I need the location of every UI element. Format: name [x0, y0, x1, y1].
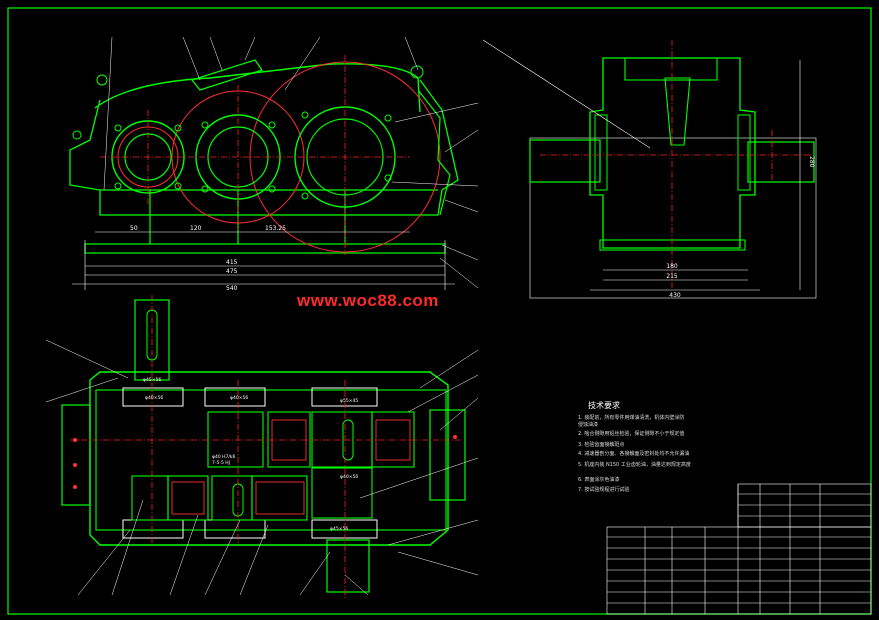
- side-view: 180 215 430 280: [482, 39, 817, 299]
- front-view: 50 120 153.25 415 475 540: [69, 36, 479, 292]
- plan-label-5: φ45×56: [330, 526, 348, 532]
- technical-requirements-title: 技术要求: [588, 401, 620, 410]
- dim-540: 540: [226, 285, 238, 292]
- dim-50: 50: [130, 225, 138, 232]
- tech-req-line: 7. 按试验规程进行试验: [578, 487, 630, 493]
- plan-view: φ45×56 φ40×56 φ40×56 φ55×45 φ45×56 φ40×5…: [45, 295, 479, 600]
- tech-req-line: 3. 检验齿面接触斑点: [578, 442, 625, 448]
- tech-req-line: 2. 啮合侧隙用铅丝检验，保证侧隙不小于规定值: [578, 431, 685, 437]
- plan-label-1: φ45×56: [143, 377, 161, 383]
- plan-label-2: φ40×56: [145, 395, 163, 401]
- title-block: [606, 483, 872, 615]
- dim-415: 415: [226, 259, 238, 266]
- plan-label-3: φ40×56: [230, 395, 248, 401]
- dim-475: 475: [226, 268, 238, 275]
- plan-gear-note: 7-5-5 HJ: [212, 460, 230, 466]
- watermark-text: www.woc88.com: [297, 291, 439, 310]
- tech-req-line: 6. 表面涂灰色油漆: [578, 477, 620, 483]
- tech-req-line: 1. 装配前，所有零件用煤油清洗，机体内壁涂防: [578, 415, 685, 421]
- dim-215: 215: [666, 273, 678, 280]
- dim-180: 180: [666, 263, 678, 270]
- tech-req-line: 4. 减速器剖分面、各接触面及密封处均不允许漏油: [578, 451, 690, 457]
- drawing-border: [7, 7, 872, 615]
- plan-gear-note2: φ40 H7/k6: [212, 454, 235, 460]
- dim-height: 280: [808, 156, 815, 168]
- dim-430: 430: [669, 292, 681, 299]
- tech-req-line: 侵蚀油漆: [578, 422, 599, 428]
- dim-153: 153.25: [265, 225, 286, 232]
- plan-label-4: φ55×45: [340, 398, 358, 404]
- plan-label-6: φ40×56: [340, 474, 358, 480]
- dim-120: 120: [190, 225, 202, 232]
- tech-req-line: 5. 机座内装 N150 工业齿轮油，油量达到规定高度: [578, 462, 691, 468]
